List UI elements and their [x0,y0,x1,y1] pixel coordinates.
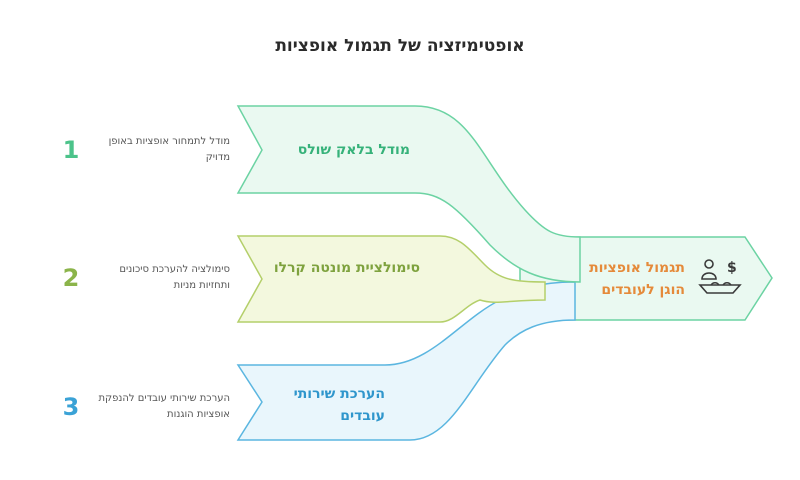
step-2-band [236,235,546,323]
step-3-band [236,281,576,441]
step-2-description: סימולציה להערכת סיכונים ותחזיות מניות [119,264,230,291]
step-1-band [236,105,581,283]
step-2-label: סימולציית מונטה קרלו [273,260,420,276]
step-2-number: 2 [62,264,80,292]
step-3-label: הערכת שירותי עובדים [293,386,385,424]
output-label: תגמול אופציות הוגן לעובדים [589,260,685,298]
step-1-description: מודל לתמחור אופציות באופן מדויק [108,136,230,163]
step-3-number: 3 [62,393,80,421]
step-1-number: 1 [62,136,80,164]
step-3-description: הערכת שירותי עובדים להנפקת אופציות הוגנו… [98,393,230,420]
diagram-title: אופטימיזציה של תגמול אופציות [275,36,525,56]
step-1-label: מודל בלאק שולס [297,142,410,158]
employee-reward-dollar-icon: $ [697,255,743,301]
svg-text:$: $ [727,260,737,276]
